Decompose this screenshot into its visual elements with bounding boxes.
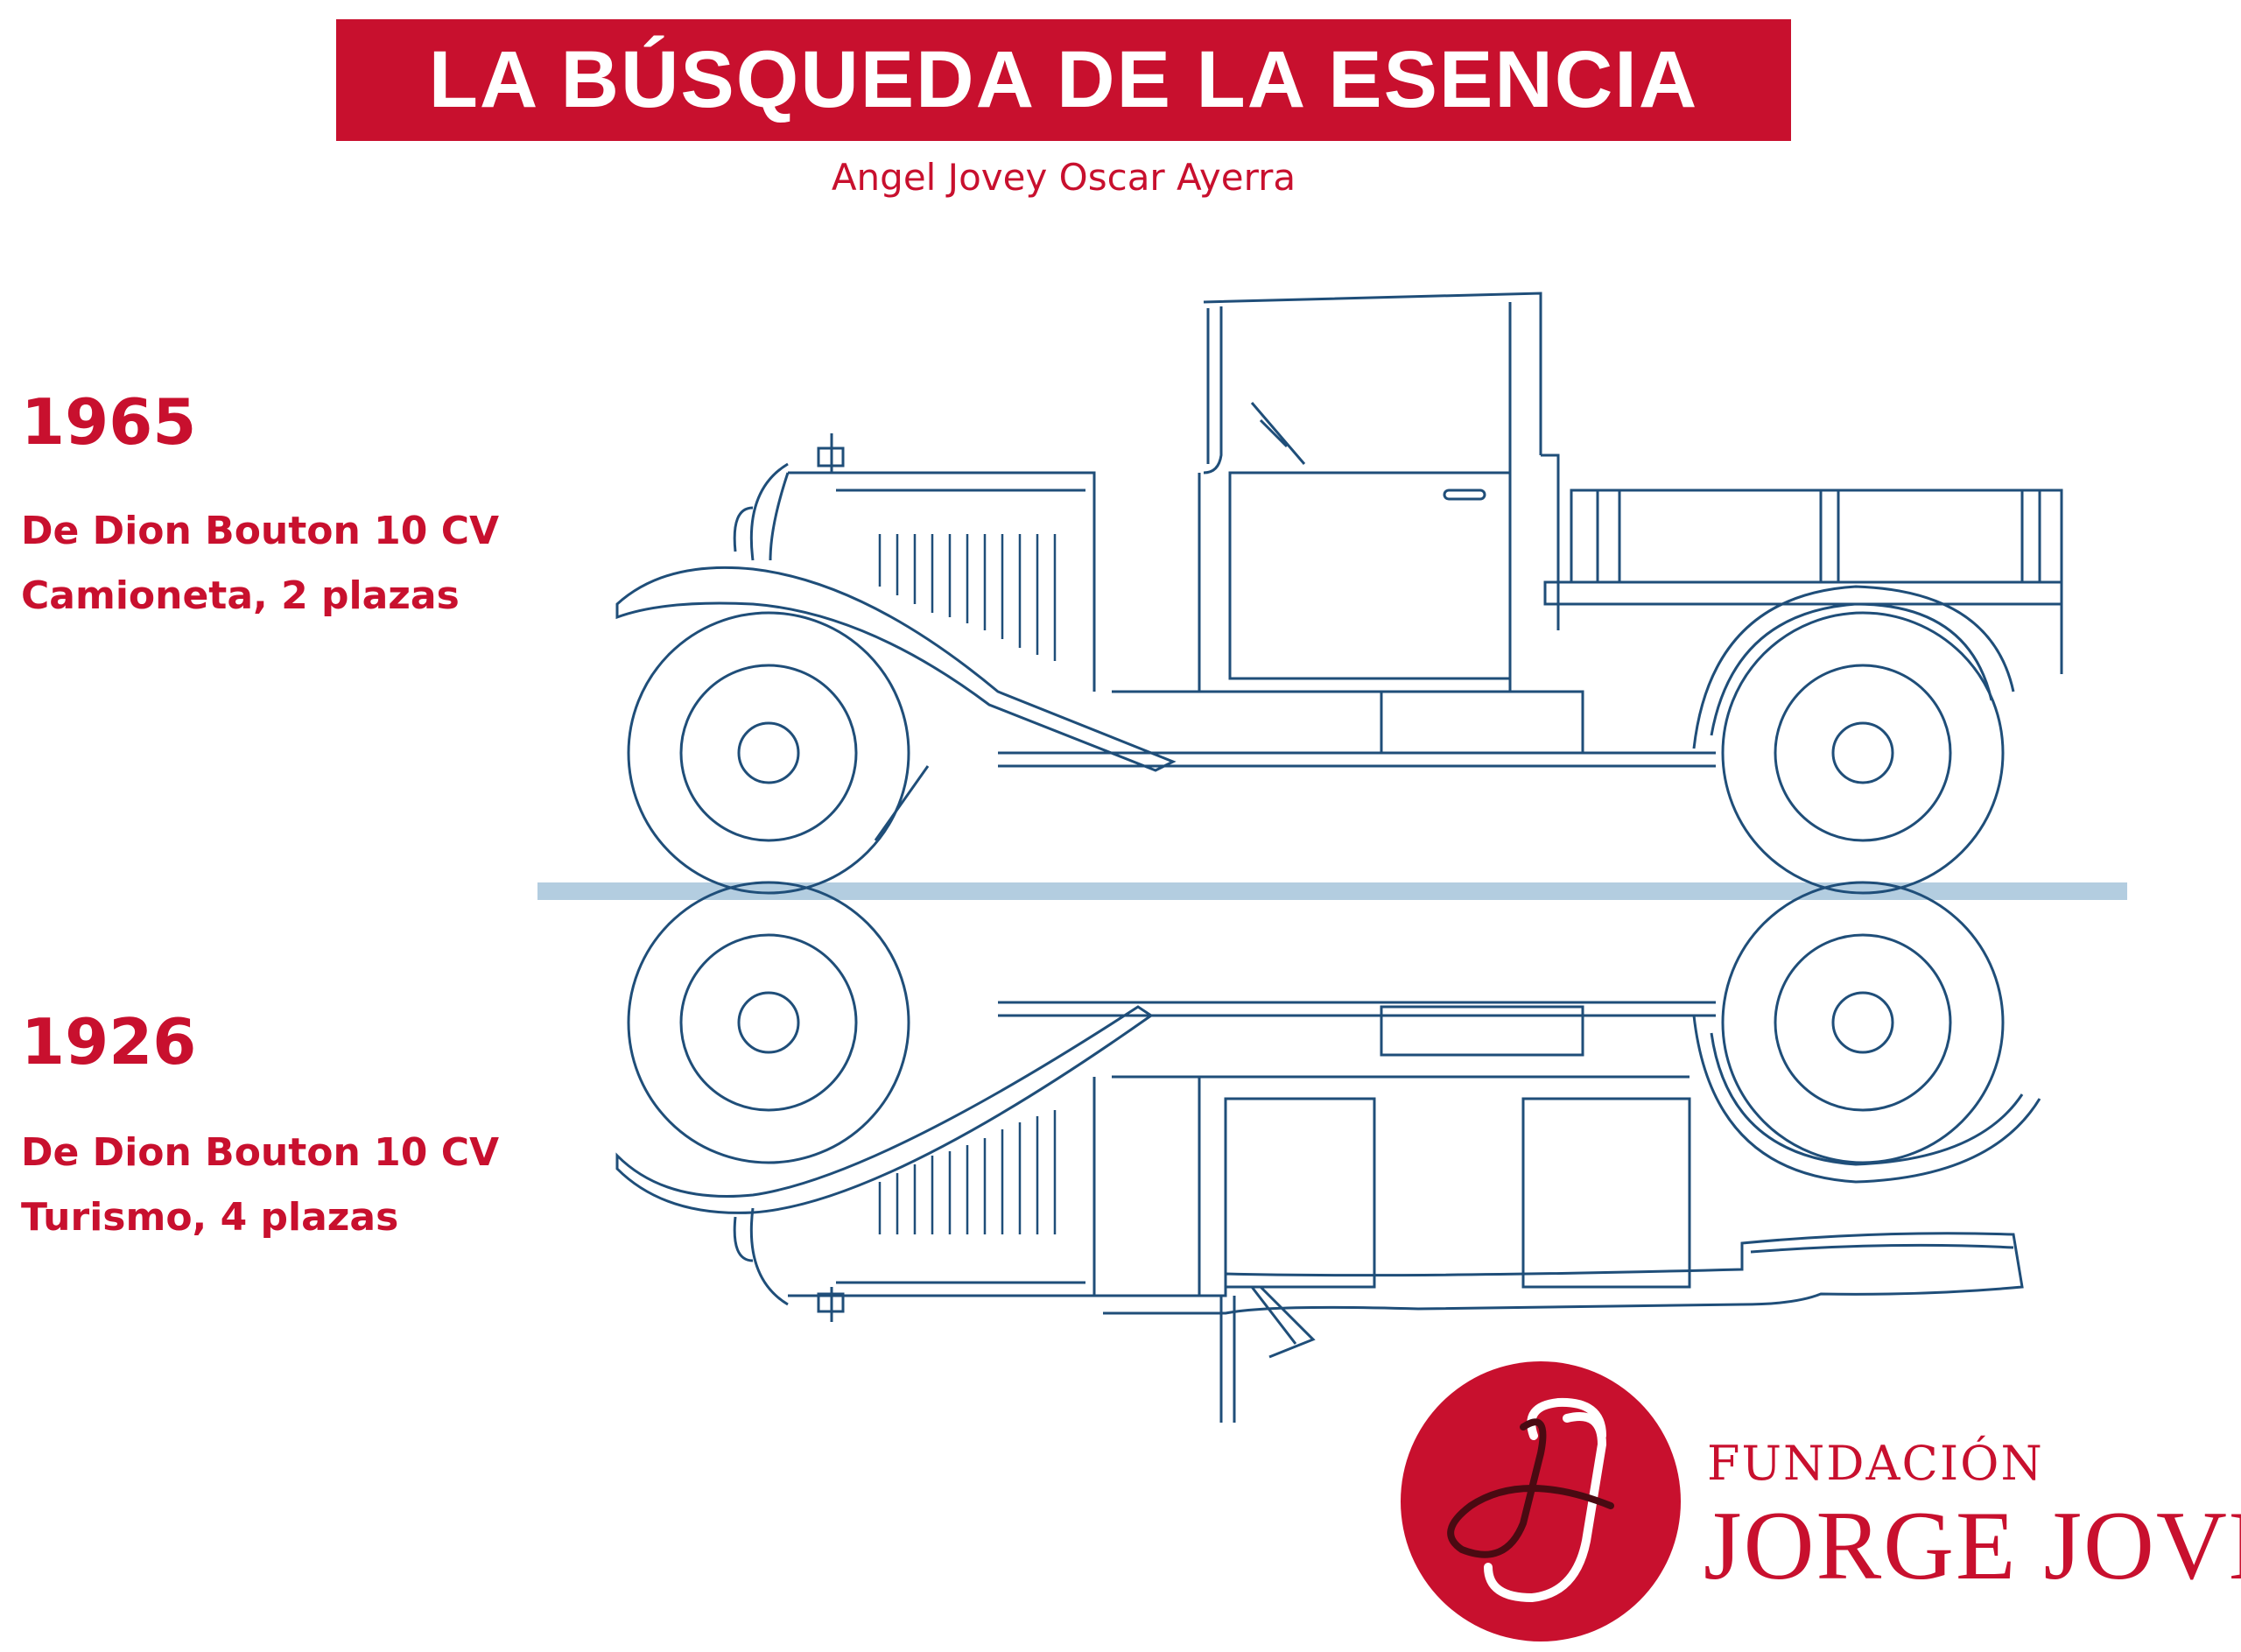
description-bottom: De Dion Bouton 10 CV Turismo, 4 plazas [21, 1121, 499, 1250]
fundacion-logo [1401, 1361, 1681, 1641]
variant-top: Camioneta, 2 plazas [21, 573, 460, 618]
model-top: De Dion Bouton 10 CV [21, 509, 500, 553]
logo-text-jorge-jove: JORGE JOVE [1704, 1492, 2241, 1600]
year-bottom: 1926 [21, 1005, 197, 1079]
model-bottom: De Dion Bouton 10 CV [21, 1130, 500, 1175]
year-top: 1965 [21, 385, 197, 459]
truck-illustration [615, 292, 2063, 895]
title-banner: LA BÚSQUEDA DE LA ESENCIA [336, 19, 1791, 141]
logo-text-fundacion: FUNDACIÓN [1707, 1436, 2044, 1491]
variant-bottom: Turismo, 4 plazas [21, 1195, 399, 1240]
logo-circle [1401, 1361, 1681, 1641]
tourer-illustration [615, 881, 2041, 1423]
ground-divider [537, 882, 2127, 900]
page-title: LA BÚSQUEDA DE LA ESENCIA [428, 35, 1699, 124]
description-top: De Dion Bouton 10 CV Camioneta, 2 plazas [21, 499, 499, 629]
subtitle-authors: Angel Jovey Oscar Ayerra [831, 156, 1296, 199]
